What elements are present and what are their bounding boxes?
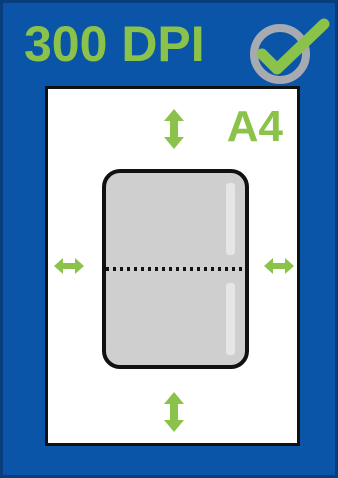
- left-margin-arrow-icon: [54, 258, 84, 274]
- right-margin-arrow-icon: [264, 258, 294, 274]
- top-margin-arrow-icon: [163, 109, 185, 149]
- resolution-label: 300 DPI: [24, 12, 205, 76]
- card-top-highlight: [226, 183, 235, 255]
- bottom-margin-arrow-icon: [163, 392, 185, 432]
- checkmark-circle-icon: [244, 14, 332, 88]
- card-bottom-highlight: [226, 283, 235, 355]
- card-placeholder: [102, 169, 249, 369]
- paper-sheet: A4: [45, 86, 300, 446]
- paper-size-label: A4: [227, 103, 283, 151]
